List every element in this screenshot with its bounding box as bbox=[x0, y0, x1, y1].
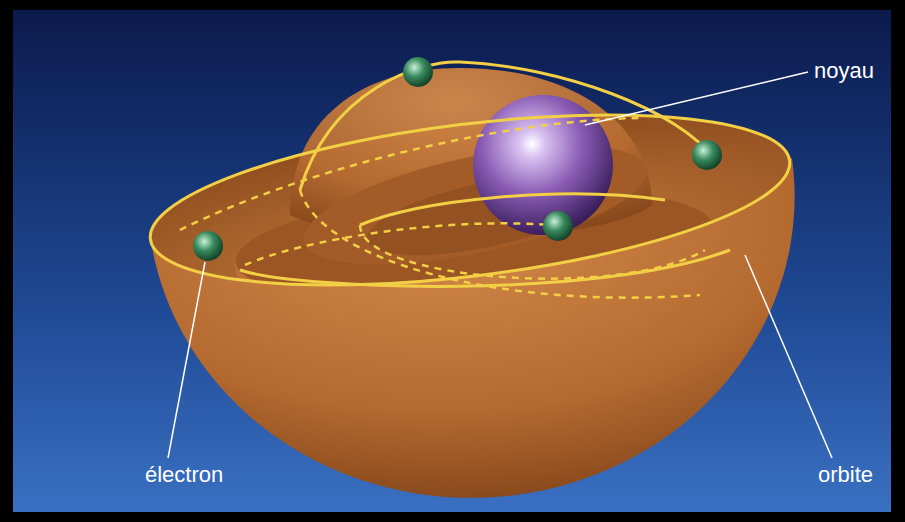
electron-label: électron bbox=[145, 462, 223, 488]
nucleus-label: noyau bbox=[814, 58, 874, 84]
orbit-label: orbite bbox=[818, 462, 873, 488]
